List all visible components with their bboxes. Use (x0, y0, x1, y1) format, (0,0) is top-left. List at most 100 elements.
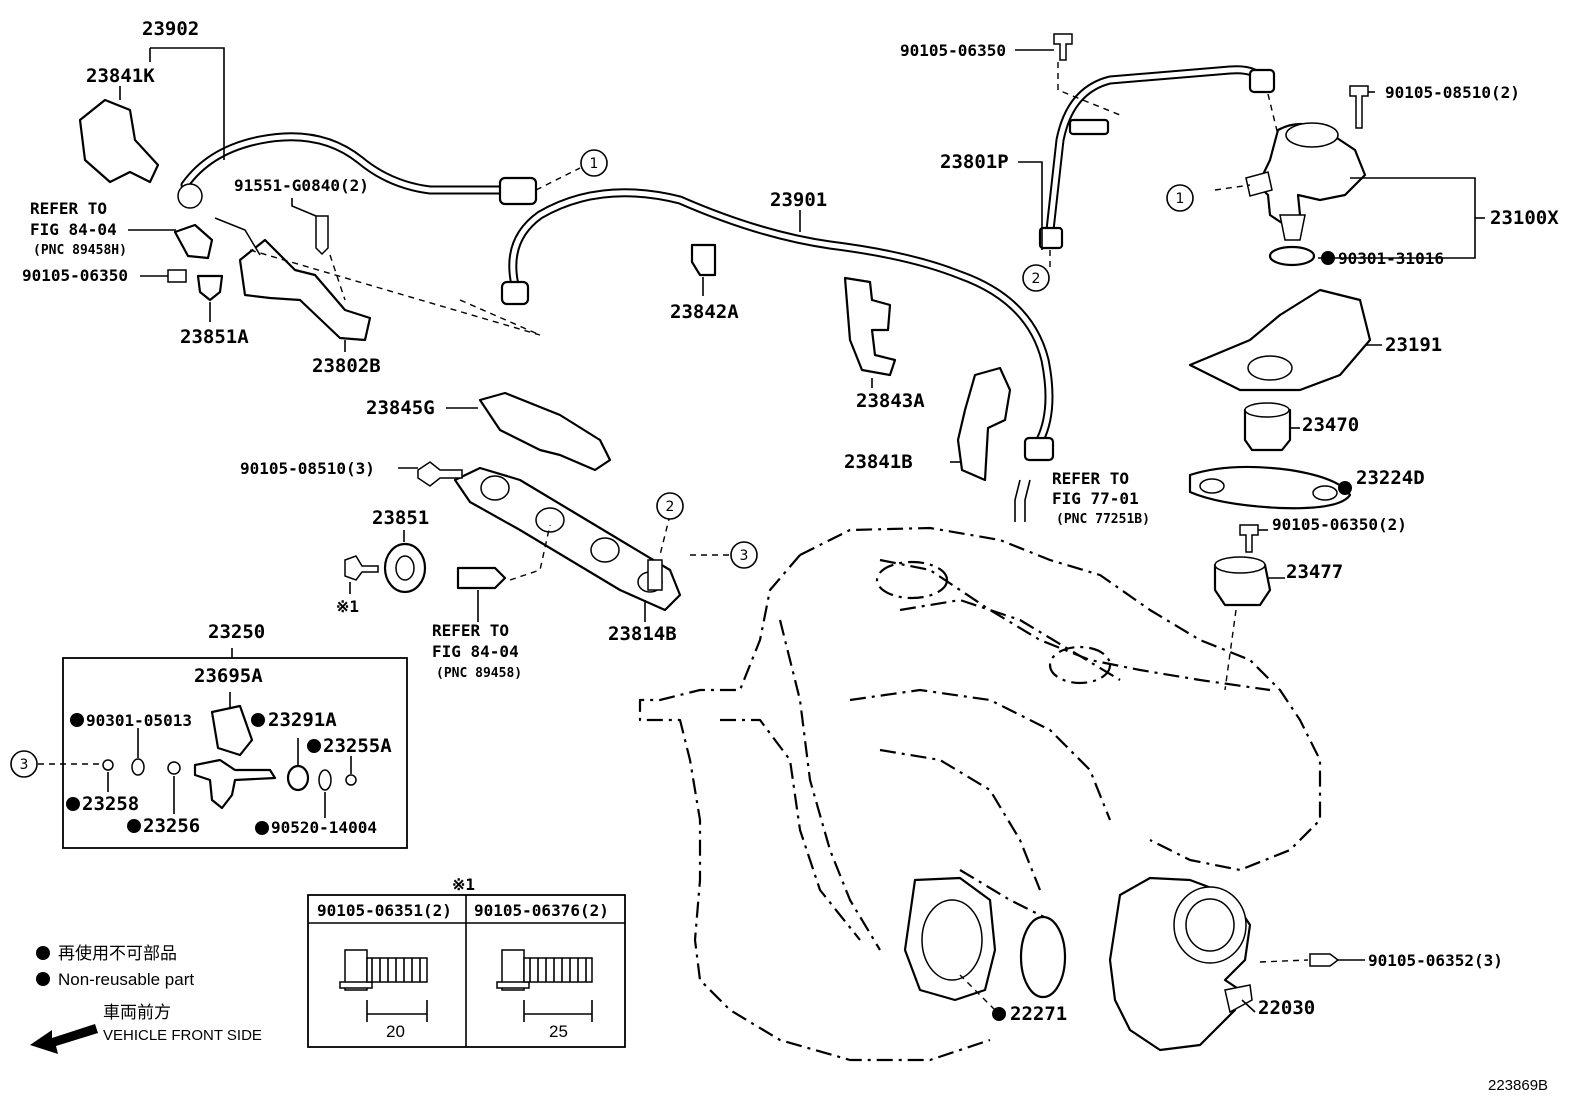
throttle-body-22030 (1108, 876, 1253, 1052)
callout-1-label: 1 (590, 156, 599, 172)
label-23814B: 23814B (608, 623, 677, 645)
legend-front-en: VEHICLE FRONT SIDE (103, 1027, 262, 1044)
cover-23845G (478, 391, 612, 472)
label-23255A: 23255A (323, 735, 392, 757)
legend-front-jp: 車両前方 (103, 1003, 171, 1022)
washer-23255A (345, 774, 357, 786)
bolt-91551 (315, 215, 329, 256)
label-90105-06350-left: 90105-06350 (22, 266, 128, 285)
gasket-22271 (1019, 915, 1067, 999)
ring-23256 (167, 761, 181, 775)
leader-lines (38, 47, 1485, 1013)
engine-outline (638, 526, 1322, 1062)
label-23841K: 23841K (86, 65, 155, 87)
fuel-tube-23801P (1038, 65, 1276, 250)
label-90105-08510-3: 90105-08510(3) (240, 459, 375, 478)
sensor-89458 (456, 566, 507, 590)
label-23250: 23250 (208, 621, 265, 643)
label-23851: 23851 (372, 507, 429, 529)
injector-kit-box (62, 657, 408, 849)
label-23845G: 23845G (366, 397, 435, 419)
label-91551: 91551-G0840(2) (234, 176, 369, 195)
callout-1-right: 1 (1166, 184, 1194, 212)
label-23842A: 23842A (670, 301, 739, 323)
legend: 再使用不可部品 Non-reusable part 車両前方 VEHICLE F… (30, 943, 262, 1054)
label-refer-1c: (PNC 89458H) (33, 243, 127, 258)
label-refer-3c: (PNC 77251B) (1056, 512, 1150, 527)
insulator-23191 (1188, 288, 1372, 392)
label-refer-3b: FIG 77-01 (1052, 489, 1139, 508)
label-23901: 23901 (770, 189, 827, 211)
bolt-90105-06352-3 (1309, 953, 1340, 967)
label-23291A: 23291A (268, 709, 337, 731)
diagram-id: 223869B (1488, 1077, 1548, 1094)
bolt-90105-08510-2 (1349, 85, 1369, 129)
non-reusable-markers (36, 251, 1352, 1021)
label-90105-06352-3: 90105-06352(3) (1368, 951, 1503, 970)
label-23902: 23902 (142, 18, 199, 40)
bracket-23843A (843, 276, 897, 377)
label-90301-31016: 90301-31016 (1338, 249, 1444, 268)
label-refer-2b: FIG 84-04 (432, 642, 519, 661)
label-22030: 22030 (1258, 997, 1315, 1019)
bolt-90105-08510-3 (417, 461, 463, 487)
o-ring-90301-31016 (1268, 245, 1316, 267)
callout-3-label: 3 (20, 757, 29, 773)
legend-non-reusable-en: Non-reusable part (58, 970, 194, 989)
lifter-23470 (1243, 408, 1292, 452)
callout-2-mid: 2 (656, 492, 684, 520)
label-90105-08510-2: 90105-08510(2) (1385, 83, 1520, 102)
label-90105-06350-top: 90105-06350 (900, 41, 1006, 60)
label-refer-1b: FIG 84-04 (30, 220, 117, 239)
bolt-90105-06350-top (1053, 33, 1073, 61)
label-23801P: 23801P (940, 151, 1009, 173)
label-23851A: 23851A (180, 326, 249, 348)
label-refer-2: REFER TO (432, 621, 509, 640)
bracket-23802B (238, 238, 372, 342)
label-22271: 22271 (1010, 1003, 1067, 1025)
injector-23250 (193, 758, 277, 810)
label-23224D: 23224D (1356, 467, 1425, 489)
bolt-90105-06350-2 (1239, 524, 1259, 553)
fuel-hose-23902 (177, 132, 538, 209)
label-23470: 23470 (1302, 414, 1359, 436)
bolt-table-col1-length: 20 (386, 1022, 405, 1041)
label-23256: 23256 (143, 815, 200, 837)
label-23841B: 23841B (844, 451, 913, 473)
ring-23258 (102, 759, 114, 771)
label-23100X: 23100X (1490, 207, 1559, 229)
legend-non-reusable-jp: 再使用不可部品 (58, 943, 177, 963)
callout-3-mid: 3 (730, 541, 758, 569)
label-refer-3: REFER TO (1052, 469, 1129, 488)
gasket-23224D (1188, 465, 1352, 510)
callout-1-top: 1 (580, 149, 608, 177)
callout-2-label: 2 (1032, 271, 1041, 287)
bolt-table (307, 894, 626, 1048)
cover-23841B (956, 366, 1012, 482)
bolt-90105-06350-left (167, 269, 187, 283)
callout-3-label: 3 (740, 548, 749, 564)
washer-90301-05013 (131, 758, 145, 776)
label-90301-05013: 90301-05013 (86, 711, 192, 730)
part-labels: 23902 23841K REFER TO FIG 84-04 (PNC 894… (22, 18, 1559, 1025)
bolt-table-col1-header: 90105-06351(2) (317, 901, 452, 920)
o-ring-90520-14004 (318, 769, 332, 791)
label-23258: 23258 (82, 793, 139, 815)
label-refer-1: REFER TO (30, 199, 107, 218)
sensor-89458H (173, 223, 214, 260)
label-23843A: 23843A (856, 390, 925, 412)
label-23802B: 23802B (312, 355, 381, 377)
fuel-pump-23100X (1245, 122, 1367, 241)
callout-2-label: 2 (666, 499, 675, 515)
bolt-table-mark: ※1 (452, 875, 475, 894)
label-23695A: 23695A (194, 665, 263, 687)
label-23477: 23477 (1286, 561, 1343, 583)
label-90520-14004: 90520-14004 (271, 818, 377, 837)
label-refer-2c: (PNC 89458) (436, 666, 522, 681)
label-x1: ※1 (336, 597, 359, 616)
label-90105-06350-2: 90105-06350(2) (1272, 515, 1407, 534)
label-23191: 23191 (1385, 334, 1442, 356)
seal-23291A (286, 764, 310, 792)
fuel-delivery-pipe-23814B (453, 466, 682, 612)
